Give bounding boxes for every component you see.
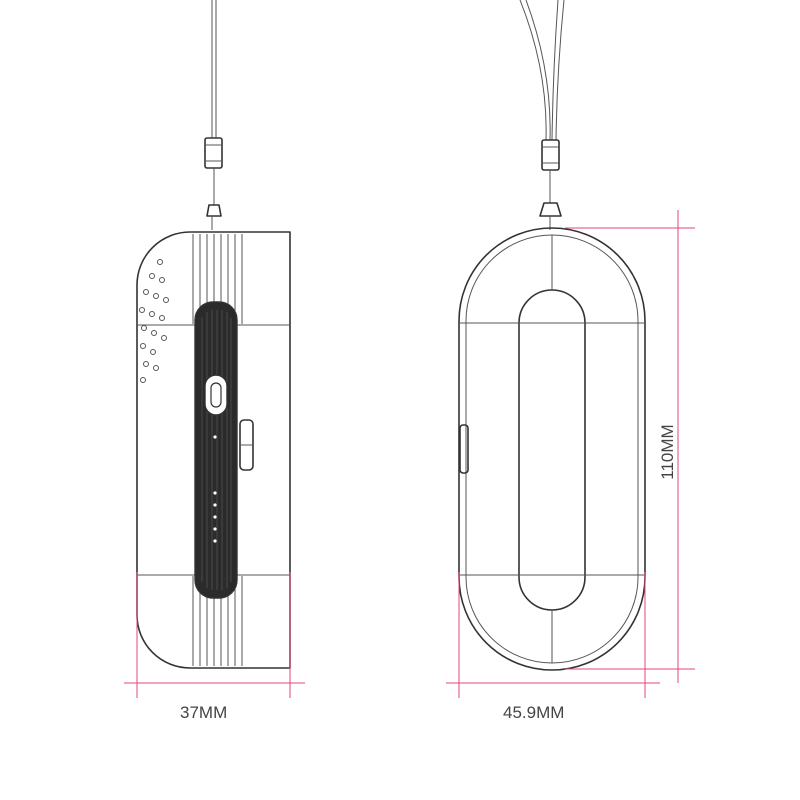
dimension-lines [124,210,695,698]
indicator-dots [213,435,217,543]
speaker-holes [139,259,169,383]
front-view [458,0,646,671]
front-width-label: 45.9MM [503,703,565,722]
side-width-label: 37MM [180,703,228,722]
control-strip-texture [201,310,232,590]
side-view [136,0,291,669]
front-lanyard [519,0,565,230]
front-window [518,289,586,611]
power-button-icon [204,374,228,416]
front-body-outline [458,227,646,671]
front-side-button [459,424,469,474]
height-label: 110MM [658,424,677,480]
side-lanyard [204,0,223,230]
